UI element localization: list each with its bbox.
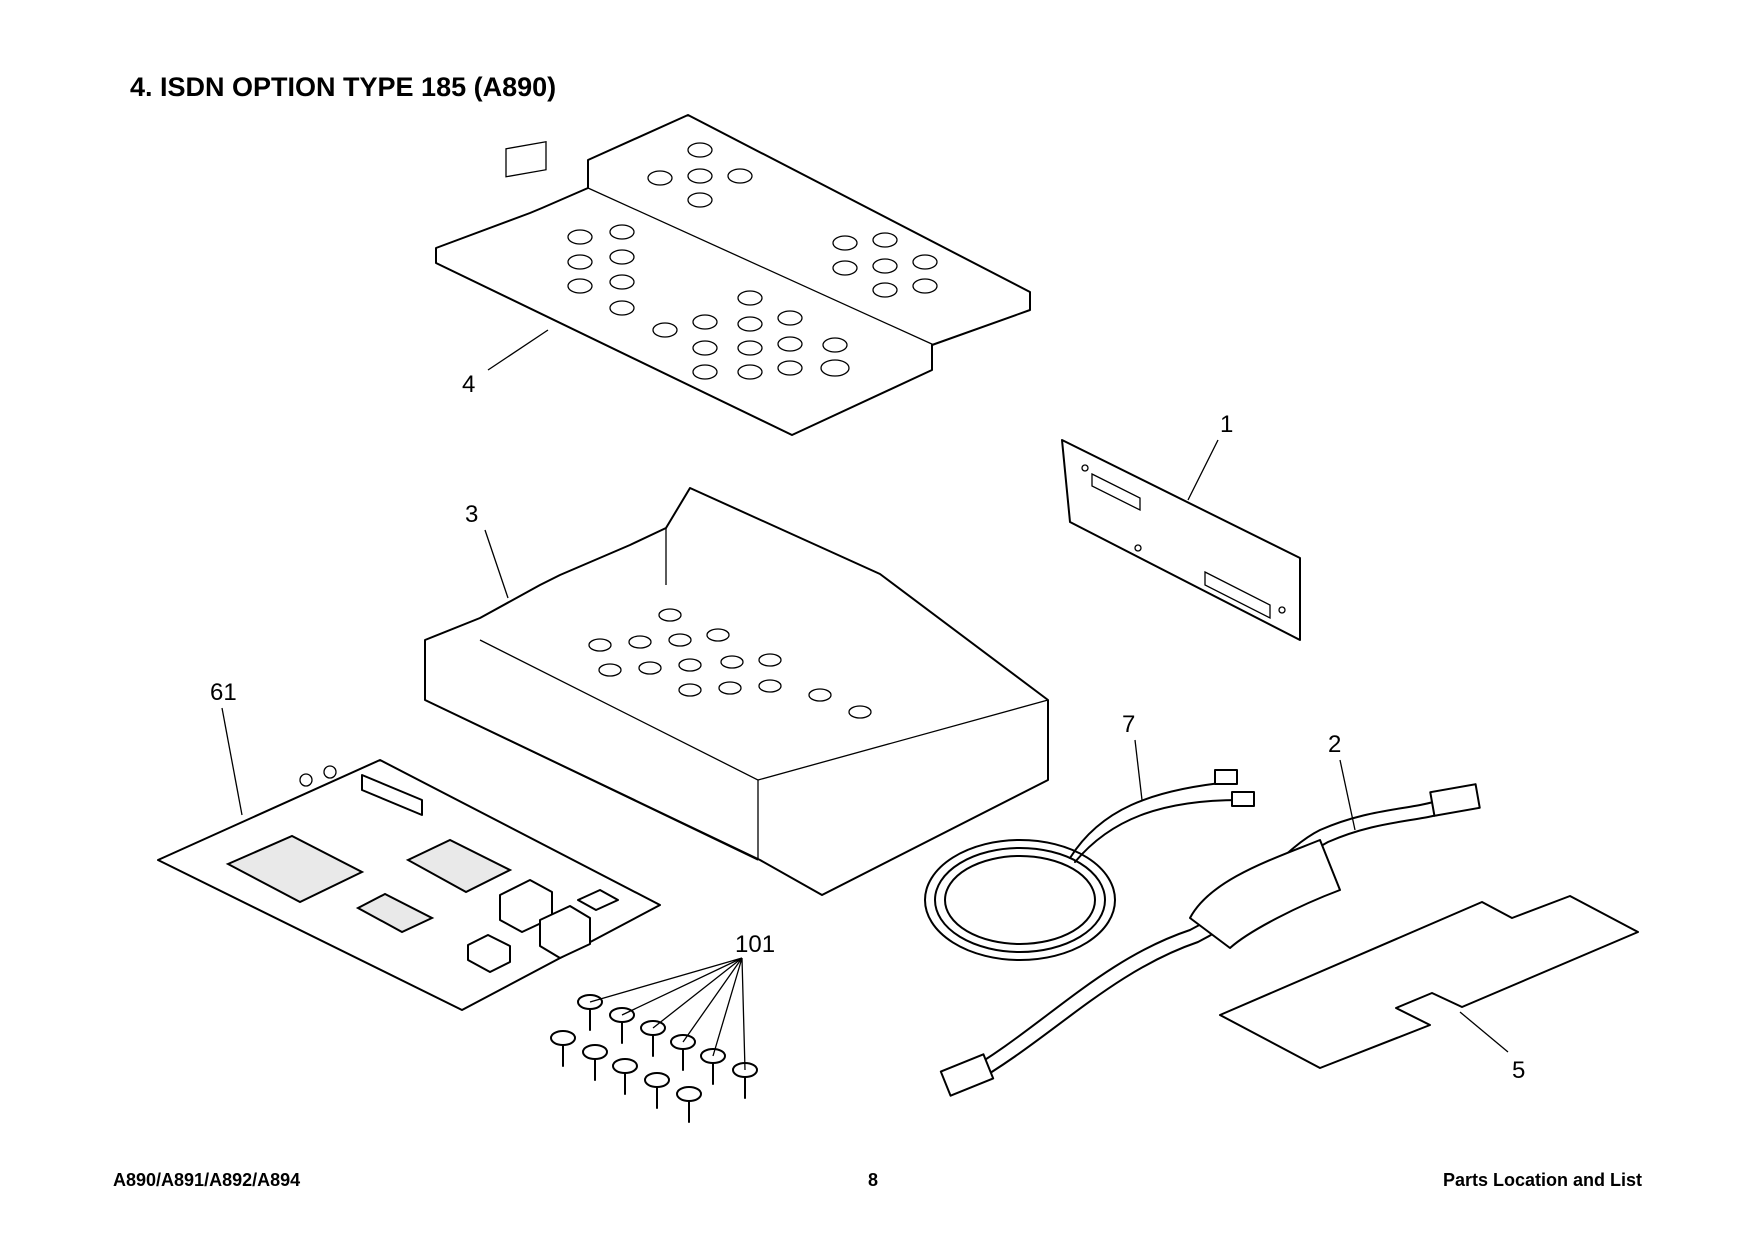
- screw-set: [550, 994, 758, 1123]
- leader-line-1: [1187, 439, 1219, 501]
- insulation-sheet: [1219, 895, 1639, 1069]
- isdn-pcb: [157, 759, 661, 1011]
- callout-3: 3: [465, 501, 478, 528]
- callout-5: 5: [1512, 1057, 1525, 1084]
- footer-page-number: 8: [868, 1170, 879, 1190]
- callout-2: 2: [1328, 731, 1341, 758]
- footer-model-numbers: A890/A891/A892/A894: [113, 1170, 301, 1190]
- ribbon-harness: [939, 783, 1481, 1097]
- footer-section-name: Parts Location and List: [1442, 1170, 1642, 1190]
- callout-61: 61: [210, 679, 237, 706]
- leader-line-61: [221, 707, 243, 816]
- leader-line-2: [1339, 759, 1356, 831]
- page-title: 4. ISDN OPTION TYPE 185 (A890): [130, 72, 557, 102]
- telephone-cable: [924, 769, 1255, 961]
- leader-line-7: [1134, 739, 1143, 801]
- callout-101: 101: [735, 931, 775, 958]
- chassis-tray: [424, 487, 1049, 896]
- leader-line-4: [487, 329, 549, 371]
- callout-7: 7: [1122, 711, 1135, 738]
- leader-line-5: [1459, 1011, 1509, 1053]
- top-cover-plate: [435, 114, 1031, 436]
- leader-lines-101: [589, 957, 746, 1071]
- callout-1: 1: [1220, 411, 1233, 438]
- leader-line-3: [484, 529, 509, 599]
- interface-board: [1061, 439, 1301, 641]
- callout-4: 4: [462, 371, 475, 398]
